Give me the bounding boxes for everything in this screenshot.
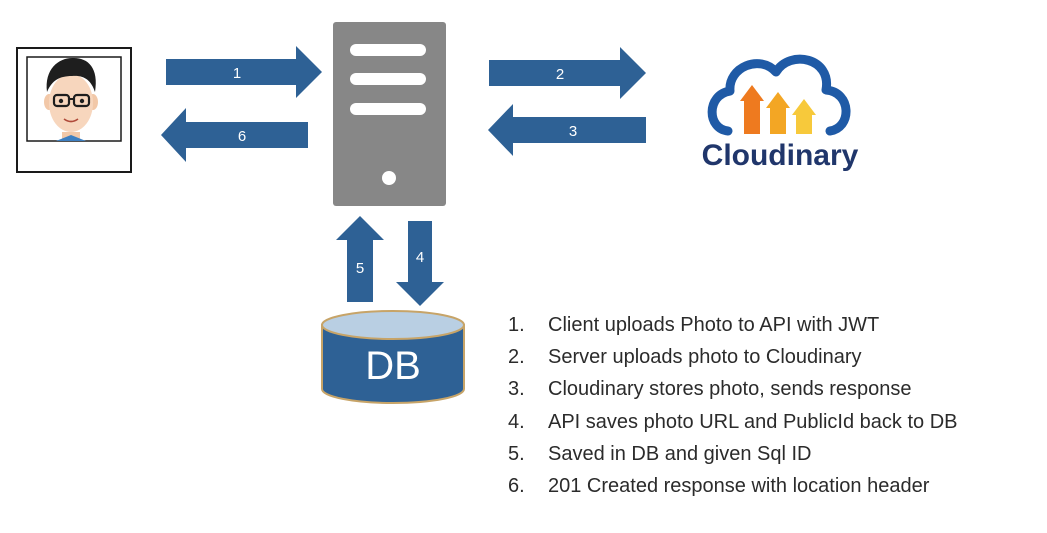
database-cylinder-icon: DB [321,310,465,404]
step-number: 1. [508,314,525,336]
arrow-6: 6 [161,108,308,162]
step-text: Server uploads photo to Cloudinary [548,346,862,369]
user-avatar-icon [16,47,132,173]
step-item: 5. Saved in DB and given Sql ID [508,438,1047,470]
step-item: 6. 201 Created response with location hea… [508,470,1047,502]
arrow-3: 3 [488,104,646,156]
arrow-2: 2 [489,47,646,99]
arrow-6-label: 6 [238,128,246,145]
arrow-2-label: 2 [556,66,564,83]
step-text: Cloudinary stores photo, sends response [548,378,912,401]
arrow-5: 5 [336,216,384,302]
step-text: Saved in DB and given Sql ID [548,442,812,465]
step-item: 3. Cloudinary stores photo, sends respons… [508,373,1047,405]
step-text: 201 Created response with location heade… [548,474,930,497]
server-tower-icon [333,22,446,206]
step-number: 2. [508,346,525,369]
step-item: 4. API saves photo URL and PublicId back … [508,406,1047,438]
step-item: 1. Client uploads Photo to API with JWT [508,309,1047,341]
arrow-4-label: 4 [416,249,424,266]
arrow-3-label: 3 [569,123,577,140]
step-number: 5. [508,442,525,465]
step-text: Client uploads Photo to API with JWT [548,314,880,336]
step-number: 6. [508,474,525,497]
step-number: 3. [508,378,525,401]
cloudinary-label: Cloudinary [702,139,859,172]
step-number: 4. [508,410,525,433]
arrow-4: 4 [396,221,444,306]
step-item: 2. Server uploads photo to Cloudinary [508,341,1047,373]
steps-list: 1. Client uploads Photo to API with JWT 2… [508,309,1047,502]
cloudinary-logo-icon: Cloudinary [702,54,859,172]
step-text: API saves photo URL and PublicId back to… [548,410,958,433]
arrow-1: 1 [166,46,322,98]
arrow-5-label: 5 [356,260,364,277]
database-label: DB [365,344,421,388]
arrow-1-label: 1 [233,65,241,82]
